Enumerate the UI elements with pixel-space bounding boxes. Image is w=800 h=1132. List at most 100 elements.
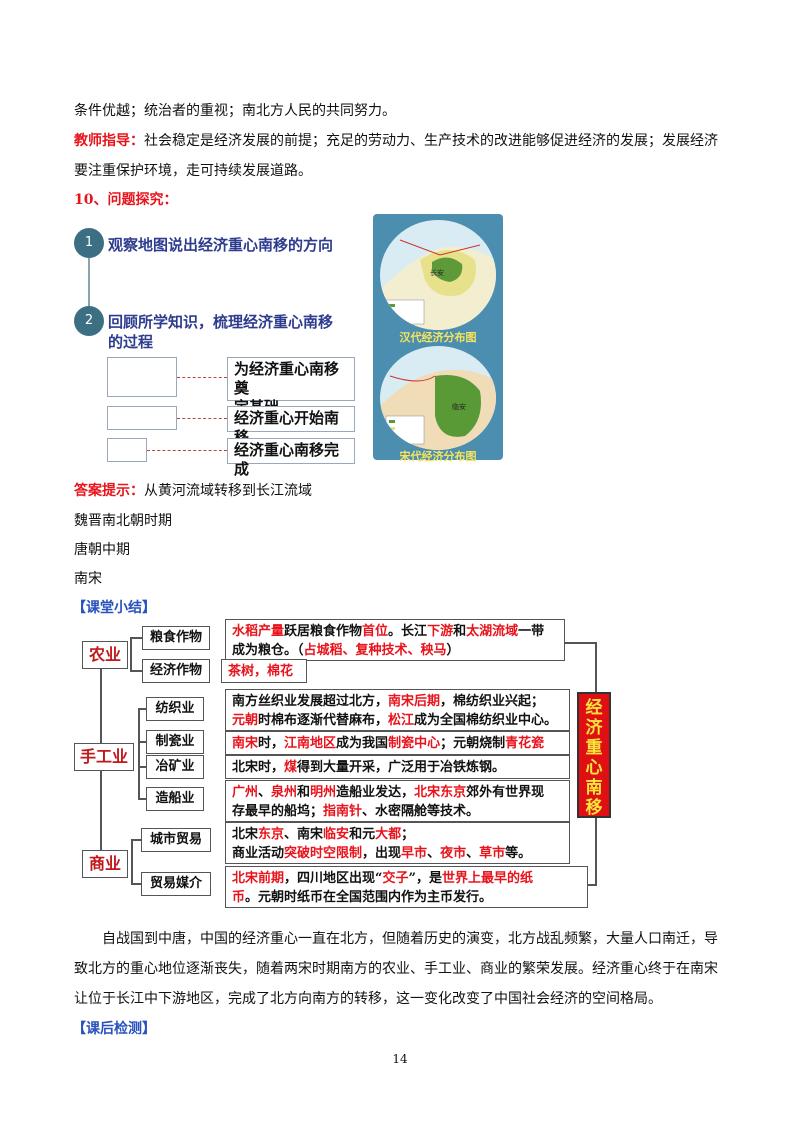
- sidebar-char: 移: [585, 798, 603, 818]
- hl: 临安: [323, 827, 350, 842]
- hl: 松江: [388, 713, 415, 728]
- branch-h: [138, 798, 146, 800]
- question-1: 观察地图说出经济重心南移的方向: [108, 236, 334, 254]
- hl: 煤: [284, 760, 298, 775]
- hl: 夜市: [440, 846, 467, 861]
- question-heading: 10、问题探究：: [74, 192, 178, 208]
- node-mining: 冶矿业: [146, 755, 204, 779]
- txt: 造船业发达，: [336, 785, 415, 800]
- txt: 、: [466, 846, 480, 861]
- txt: ，四川地区出现“: [284, 871, 383, 886]
- right-h: [588, 884, 597, 886]
- node-textile: 纺织业: [146, 697, 204, 721]
- dash-line: [147, 450, 227, 451]
- hl: 太湖流域: [466, 624, 519, 639]
- txt: 存最早的船坞；: [232, 804, 324, 819]
- hl: 南宋后期: [388, 694, 441, 709]
- branch-h: [131, 839, 141, 841]
- txt: 郊外有世界现: [466, 785, 545, 800]
- paragraph-line: 自战国到中唐，中国的经济重心一直在北方，但随着历史的演变，北方战乱频繁，大量人口…: [102, 931, 718, 947]
- txt: 和: [453, 624, 467, 639]
- sidebar-char: 重: [585, 738, 603, 758]
- detail-city-trade: 北宋东京、南宋临安和元大都；商业活动突破时空限制，出现早市、夜市、草市等。: [225, 822, 570, 864]
- txt: 得到大量开采，广泛用于冶铁炼钢。: [297, 760, 506, 775]
- txt: ；: [401, 827, 415, 842]
- node-shipbuilding: 造船业: [146, 787, 204, 811]
- txt: 。长江: [388, 624, 428, 639]
- right-h: [565, 642, 595, 644]
- txt: ）: [446, 643, 460, 658]
- answer-text: 从黄河流域转移到长江流域: [144, 483, 312, 499]
- node-grain: 粮食作物: [142, 626, 210, 650]
- craft-branch: [138, 708, 140, 800]
- detail-mining: 北宋时，煤得到大量开采，广泛用于冶铁炼钢。: [225, 755, 570, 779]
- song-map-graphic: [380, 369, 496, 450]
- han-city-label: 长安: [430, 269, 444, 277]
- txt: 跃居粮食作物: [284, 624, 363, 639]
- txt: 、: [258, 785, 272, 800]
- branch-h: [138, 708, 146, 710]
- hl: 交子: [382, 871, 409, 886]
- stage-1-box: 为经济重心南移奠定基础: [227, 357, 355, 416]
- dash-line: [177, 418, 227, 419]
- txt: 成为我国: [336, 736, 389, 751]
- branch-h: [138, 766, 146, 768]
- detail-textile: 南方丝织业发展超过北方，南宋后期，棉纺织业兴起；元朝时棉布逐渐代替麻布，松江成为…: [225, 689, 570, 731]
- node-cash-crop: 经济作物: [142, 659, 210, 683]
- stage-1-line1: 为经济重心南移奠: [234, 360, 340, 397]
- teacher-guide: 教师指导：社会稳定是经济发展的前提；充足的劳动力、生产技术的改进能够促进经济的发…: [74, 130, 718, 150]
- txt: 。元朝时纸币在全国范围内作为主币发行。: [245, 890, 493, 905]
- connector-line: [88, 255, 90, 310]
- hl: 制瓷中心: [388, 736, 441, 751]
- step-2-badge: 2: [74, 306, 104, 336]
- song-city-label: 临安: [452, 403, 466, 411]
- text-line: 要注重保护环境，走可持续发展道路。: [74, 163, 312, 179]
- right-line: [595, 642, 597, 692]
- text-line: 条件优越；统治者的重视；南北方人民的共同努力。: [74, 103, 396, 119]
- hl: 茶树，棉花: [228, 664, 294, 679]
- node-city-trade: 城市贸易: [141, 828, 211, 852]
- hl: 世界上最早的纸: [442, 871, 534, 886]
- stage-3-box: 经济重心南移完成: [227, 438, 355, 478]
- txt: 和: [297, 785, 311, 800]
- hl: 占城稻、复种技术、秧马: [303, 643, 447, 658]
- detail-grain: 水稻产量跃居粮食作物首位。长江下游和太湖流域一带成为粮仓。（占城稻、复种技术、秧…: [225, 619, 565, 661]
- answer-line: 魏晋南北朝时期: [74, 513, 172, 529]
- agri-branch: [130, 637, 132, 671]
- commerce-branch: [131, 839, 133, 884]
- hl: 泉州: [271, 785, 298, 800]
- hl: 北宋前期: [232, 871, 285, 886]
- txt: 商业活动: [232, 846, 285, 861]
- txt: 一带: [518, 624, 545, 639]
- txt: 、水密隔舱等技术。: [362, 804, 480, 819]
- hl: 水稻产量: [232, 624, 285, 639]
- hl: 江南地区: [284, 736, 337, 751]
- hl: 指南针: [323, 804, 363, 819]
- node-porcelain: 制瓷业: [146, 730, 204, 754]
- hl: 大都: [375, 827, 402, 842]
- answer-blank-2[interactable]: [107, 406, 177, 430]
- right-line: [595, 818, 597, 884]
- txt: 成为粮仓。（: [232, 643, 304, 658]
- hl: 元朝: [232, 713, 259, 728]
- page-number: 14: [392, 1052, 408, 1066]
- txt: 北宋时，: [232, 760, 285, 775]
- answer-label: 答案提示：: [74, 483, 144, 499]
- answer-blank-3[interactable]: [107, 438, 147, 462]
- txt: ；元朝烧制: [440, 736, 506, 751]
- guide-label: 教师指导：: [74, 133, 144, 149]
- hl: 币: [232, 890, 246, 905]
- hl: 南宋: [232, 736, 259, 751]
- answer-blank-1[interactable]: [107, 357, 177, 397]
- paragraph-line: 致北方的重心地位逐渐丧失，随着两宋时期南方的农业、手工业、商业的繁荣发展。经济重…: [74, 961, 718, 977]
- hl: 下游: [427, 624, 454, 639]
- txt: 北宋: [232, 827, 259, 842]
- han-map-caption: 汉代经济分布图: [399, 331, 477, 344]
- detail-trade-medium: 北宋前期，四川地区出现“交子”，是世界上最早的纸币。元朝时纸币在全国范围内作为主…: [225, 866, 588, 908]
- sidebar-char: 经: [585, 698, 603, 718]
- summary-heading: 【课堂小结】: [72, 600, 156, 616]
- answer-line: 唐朝中期: [74, 542, 130, 558]
- txt: 等。: [505, 846, 532, 861]
- hl: 突破时空限制: [284, 846, 363, 861]
- song-map: 临安: [380, 346, 496, 450]
